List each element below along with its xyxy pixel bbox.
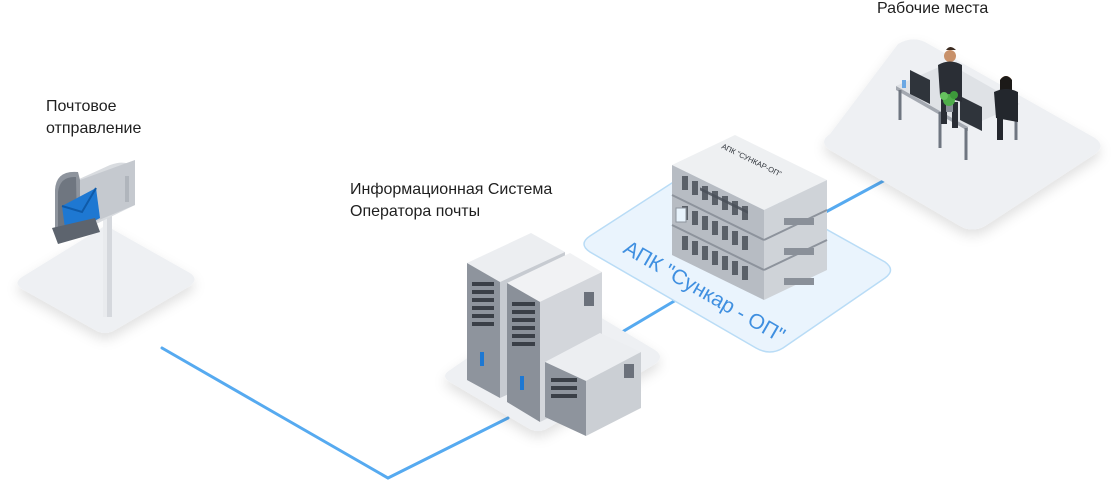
workplaces-platform [824,39,1101,229]
ops-label-line2: Оператора почты [350,201,552,223]
mail-label-line2: отправление [46,118,141,140]
mail-label: Почтовое отправление [46,96,141,140]
workplaces-label: Рабочие места [877,0,988,20]
ops-label-line1: Информационная Система [350,179,552,201]
ops-label: Информационная Система Оператора почты [350,179,552,223]
mail-label-line1: Почтовое [46,96,141,118]
